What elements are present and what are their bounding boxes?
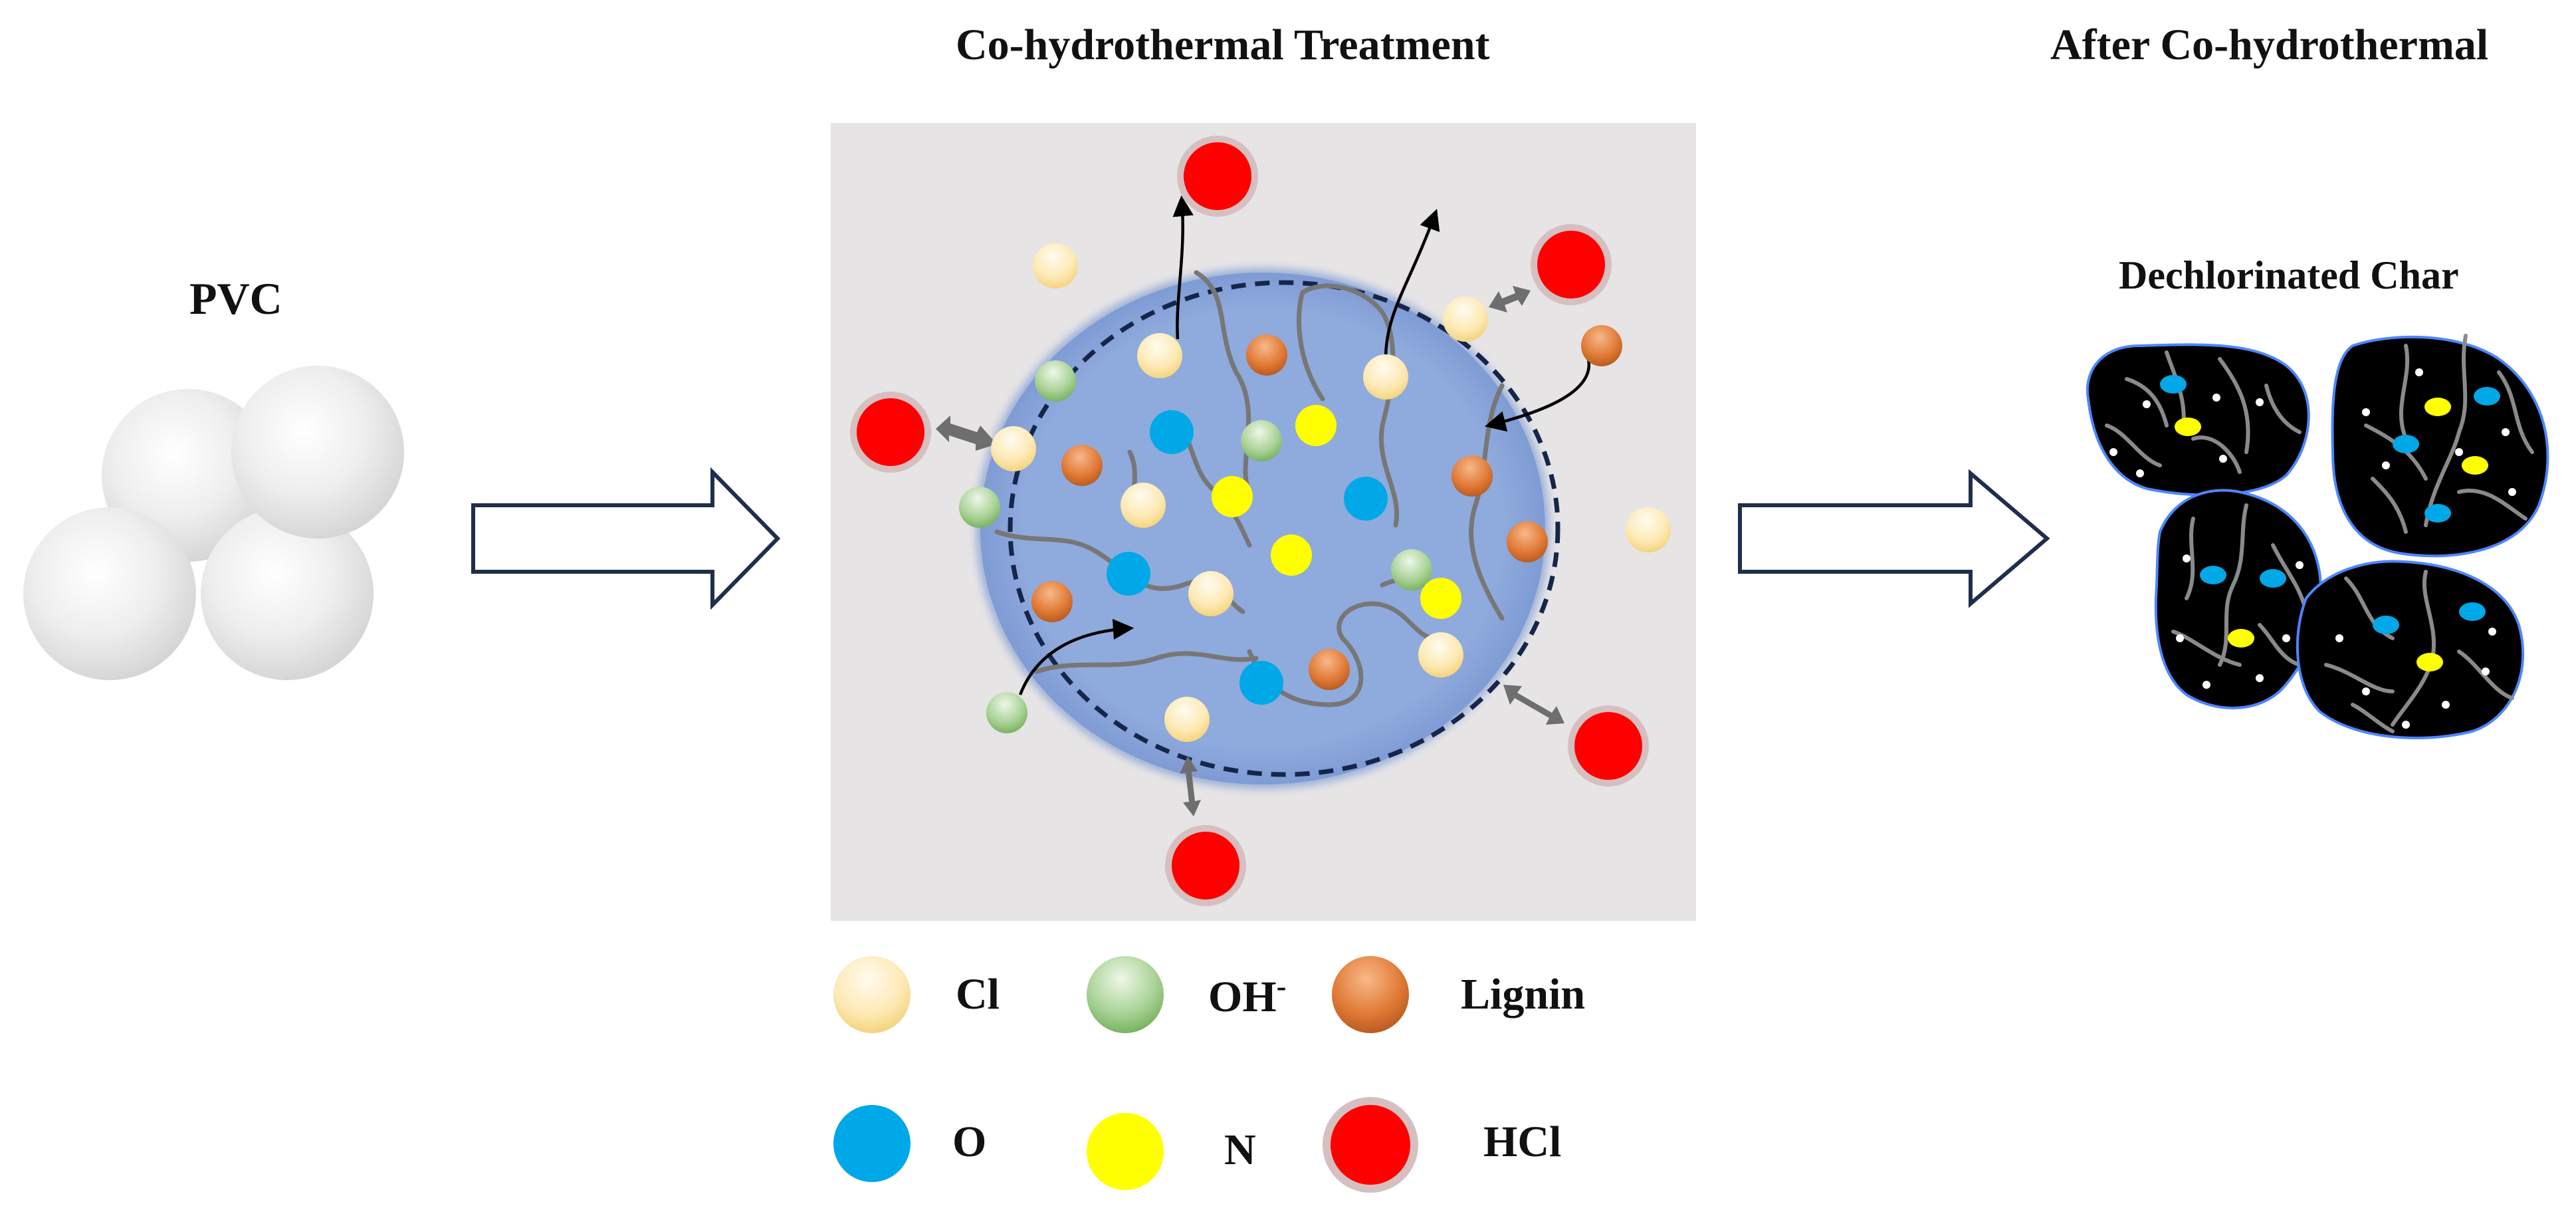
lignin-particle — [1061, 445, 1103, 486]
cl-particle — [1418, 632, 1463, 677]
o-particle — [1107, 552, 1150, 596]
legend-swatch-o — [833, 1105, 911, 1182]
n-particles — [1212, 405, 1461, 619]
o-particle — [1150, 410, 1194, 454]
pvc-particle — [23, 507, 196, 680]
lignin-particle — [1031, 581, 1073, 622]
pvc-droplet — [976, 268, 1560, 789]
hcl-release-arrow-icon — [1384, 209, 1440, 360]
lignin-particles — [1031, 325, 1622, 690]
legend-label-lignin: Lignin — [1461, 970, 1586, 1019]
n-particle — [1271, 535, 1312, 576]
lignin-particle — [1581, 325, 1622, 366]
oh-particle — [1241, 420, 1282, 461]
exchange-arrow-icon — [1503, 685, 1564, 725]
lignin-particle — [1246, 334, 1287, 376]
n-particle — [1212, 476, 1253, 517]
char-particles — [2086, 334, 2549, 739]
oh-entry-arrow-icon — [1018, 618, 1134, 695]
exchange-arrows — [936, 286, 1564, 816]
hcl-particle — [1531, 224, 1612, 305]
oh-particles — [959, 360, 1432, 733]
char-particle — [2086, 343, 2310, 497]
pvc-particle — [201, 507, 374, 680]
cl-particle — [1188, 571, 1234, 616]
lignin-particle — [1309, 649, 1350, 690]
legend-swatch-n — [1087, 1113, 1164, 1190]
lignin-particle — [1451, 455, 1493, 497]
legend-swatch-cl — [833, 956, 911, 1033]
lignin-particle — [1507, 521, 1548, 562]
oh-particle — [1035, 360, 1076, 402]
after-title: After Co-hydrothermal — [2050, 21, 2489, 69]
char-particle — [2154, 489, 2322, 709]
hcl-particle — [1568, 705, 1649, 786]
lignin-entry-arrow-icon — [1484, 358, 1591, 432]
legend-label-hcl: HCl — [1483, 1118, 1562, 1166]
cl-particle — [1443, 297, 1488, 342]
reaction-arrows — [1018, 195, 1591, 695]
hcl-particle — [850, 392, 931, 473]
cl-particle — [991, 426, 1036, 471]
pvc-label: PVC — [189, 273, 282, 324]
process-arrow-right-icon — [471, 467, 781, 610]
legend-swatch-hcl — [1323, 1097, 1418, 1193]
oh-particle — [986, 692, 1027, 733]
legend-swatch-lignin — [1332, 956, 1409, 1033]
n-particle — [1295, 405, 1337, 446]
char-particle — [2331, 334, 2549, 558]
legend-swatch-oh — [1087, 956, 1164, 1033]
cl-particle — [1363, 354, 1408, 400]
exchange-arrow-icon — [1180, 756, 1201, 816]
cl-particle — [1137, 333, 1182, 378]
cl-particles — [991, 243, 1671, 742]
legend-label-cl: Cl — [956, 970, 1000, 1019]
hcl-release-arrow-icon — [1172, 195, 1194, 340]
cl-particle — [1626, 507, 1671, 552]
legend-label-o: O — [952, 1118, 987, 1166]
legend-label-oh: OH- — [1208, 970, 1287, 1021]
process-arrow-right-icon — [1738, 469, 2050, 608]
hcl-particles — [850, 136, 1649, 906]
char-particle — [2296, 560, 2525, 739]
exchange-arrow-icon — [1489, 286, 1531, 312]
pvc-particle — [231, 366, 404, 539]
pvc-particles — [23, 366, 404, 680]
hcl-particle — [1165, 825, 1246, 906]
cl-particle — [1164, 697, 1210, 742]
char-label: Dechlorinated Char — [2119, 253, 2459, 297]
legend — [833, 956, 1418, 1193]
oh-particle — [959, 487, 1000, 528]
o-particle — [1344, 477, 1388, 521]
treatment-title: Co-hydrothermal Treatment — [956, 21, 1490, 69]
cl-particle — [1121, 483, 1166, 528]
o-particle — [1239, 661, 1283, 705]
o-particles — [1107, 410, 1388, 705]
cl-particle — [1033, 243, 1078, 289]
oh-particle — [1391, 549, 1432, 590]
exchange-arrow-icon — [936, 416, 997, 451]
hcl-particle — [1177, 136, 1258, 217]
n-particle — [1420, 578, 1461, 619]
legend-label-n: N — [1224, 1126, 1256, 1174]
